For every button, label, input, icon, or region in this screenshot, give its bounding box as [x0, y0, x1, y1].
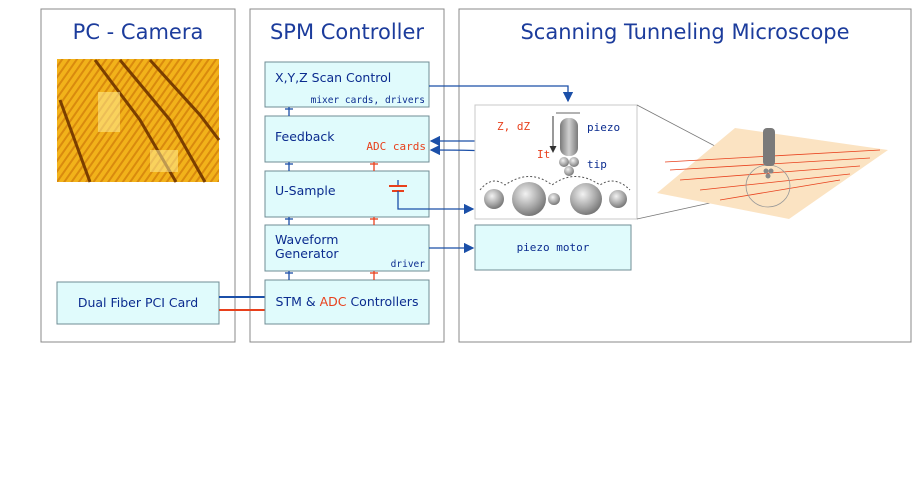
mixer-cards-label: mixer cards, drivers	[311, 95, 425, 106]
waveform-label-line1: Waveform	[275, 232, 338, 247]
stm-title: Scanning Tunneling Microscope	[520, 20, 849, 44]
piezo-label: piezo	[587, 121, 620, 134]
scan-image	[57, 58, 221, 183]
stm-ctrl-text-adc: ADC	[320, 294, 347, 309]
xyz-scan-control-box	[264, 61, 430, 108]
piezo-motor-box	[474, 224, 632, 271]
sample-surface-atoms	[479, 176, 631, 216]
tip-label: tip	[587, 158, 607, 171]
pc-camera-title: PC - Camera	[73, 20, 204, 44]
feedback-label: Feedback	[275, 129, 335, 144]
tip-atoms	[559, 157, 579, 176]
driver-label: driver	[391, 259, 426, 270]
stm-adc-controllers-label: STM & ADC Controllers	[276, 294, 419, 309]
z-dz-label: Z, dZ	[497, 120, 530, 133]
it-label: It	[537, 148, 550, 161]
box-connectors	[285, 107, 378, 280]
piezo-tube	[549, 112, 580, 156]
perspective-sample	[636, 104, 888, 220]
bias-signal	[397, 191, 475, 215]
feedback-box	[264, 115, 430, 163]
stm-ctrl-text-a: STM &	[276, 294, 320, 309]
stm-ctrl-text-b: Controllers	[346, 294, 418, 309]
dual-fiber-pci-card	[56, 281, 220, 325]
adc-cards-label: ADC cards	[366, 140, 426, 153]
scan-control-signal	[429, 85, 574, 103]
piezo-motor-label: piezo motor	[517, 241, 590, 254]
spm-controller-title: SPM Controller	[270, 20, 424, 44]
u-sample-label: U-Sample	[275, 183, 336, 198]
stm-adc-controllers-box	[264, 279, 430, 325]
waveform-label-line2: Generator	[275, 246, 339, 261]
dual-fiber-pci-card-label: Dual Fiber PCI Card	[78, 295, 198, 310]
xyz-scan-control-label: X,Y,Z Scan Control	[275, 70, 391, 85]
